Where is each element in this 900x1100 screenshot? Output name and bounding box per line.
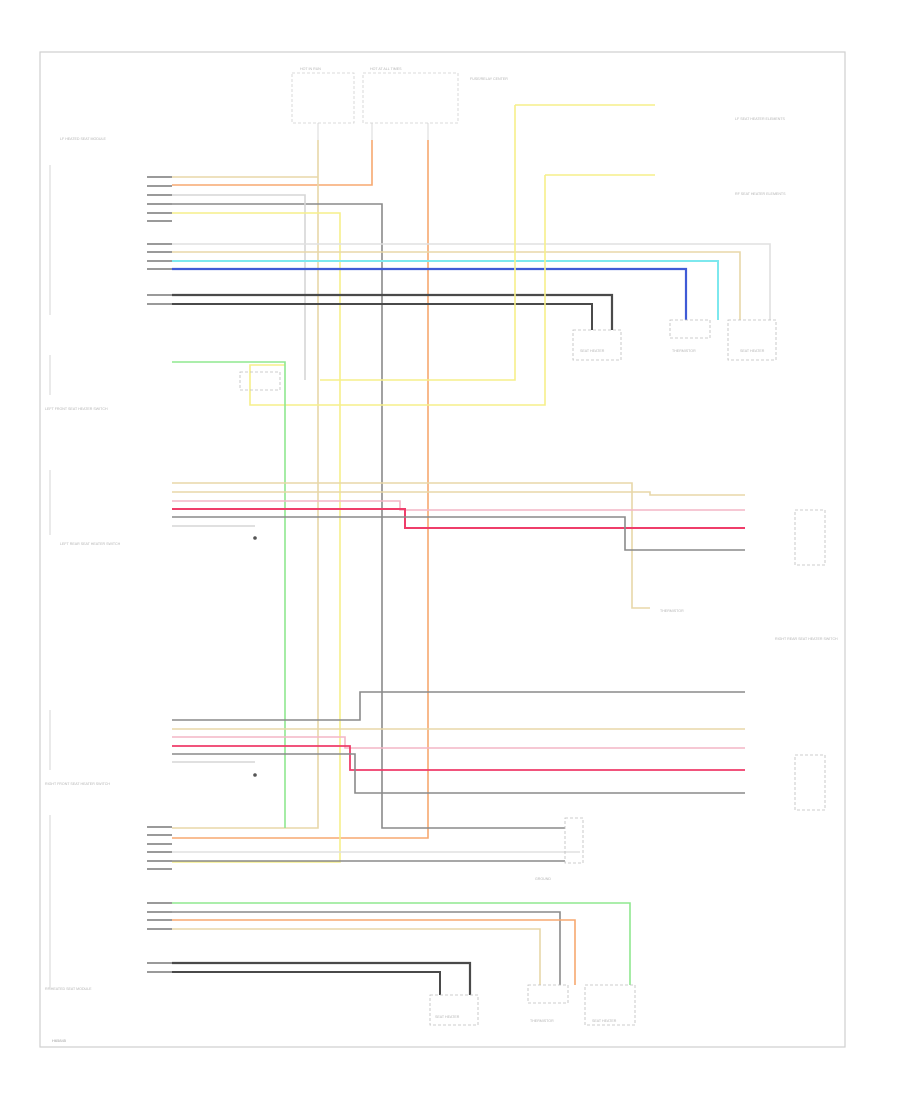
lf-seat-module-label: LF HEATED SEAT MODULE [60, 137, 107, 141]
lf-seat-heater-box [572, 329, 622, 361]
seat-heater-label-4: SEAT HEATER [592, 1019, 617, 1023]
thermistor-label-2: THERMISTOR [530, 1019, 554, 1023]
ground-label: GROUND [535, 877, 551, 881]
rf-heater-elements-label: RF SEAT HEATER ELEMENTS [735, 192, 786, 196]
ground-points [253, 536, 257, 777]
rf-seat-module-label: RF HEATED SEAT MODULE [45, 987, 92, 991]
lf-thermistor-box [669, 319, 711, 339]
rf-module-pins [147, 826, 172, 973]
rf-seat-heater-box [429, 994, 479, 1026]
seat-heater-label-2: SEAT HEATER [740, 349, 765, 353]
fuse-relay-center [291, 72, 459, 140]
lf-back-heater-box [727, 319, 777, 361]
figure-code: H65845 [52, 1038, 67, 1043]
rr-seat-switch-label: RIGHT REAR SEAT HEATER SWITCH [775, 637, 838, 641]
lf-switch-box [239, 371, 281, 391]
rf-thermistor-box [527, 984, 569, 1004]
ground-box [564, 817, 584, 864]
top-fuse-label-2: HOT AT ALL TIMES [370, 67, 402, 71]
component-boxes [239, 319, 826, 1026]
lr-switch-box [794, 509, 826, 566]
diagram-frame [39, 51, 846, 1048]
thermistor-label-3: THERMISTOR [660, 609, 684, 613]
lf-module-pins [147, 176, 172, 305]
rr-switch-box [794, 754, 826, 811]
lr-seat-switch-label: LEFT REAR SEAT HEATER SWITCH [60, 542, 121, 546]
seat-heater-label-3: SEAT HEATER [435, 1015, 460, 1019]
lf-heater-elements-label: LF SEAT HEATER ELEMENTS [735, 117, 786, 121]
top-fuse-label-1: HOT IN RUN [300, 67, 321, 71]
thermistor-label-1: THERMISTOR [672, 349, 696, 353]
rf-back-heater-box [584, 984, 636, 1026]
lf-seat-switch-label: LEFT FRONT SEAT HEATER SWITCH [45, 407, 108, 411]
wires [172, 104, 771, 995]
seat-heater-label-1: SEAT HEATER [580, 349, 605, 353]
top-fuse-note: FUSE/RELAY CENTER [470, 77, 508, 81]
rf-seat-switch-label: RIGHT FRONT SEAT HEATER SWITCH [45, 782, 110, 786]
